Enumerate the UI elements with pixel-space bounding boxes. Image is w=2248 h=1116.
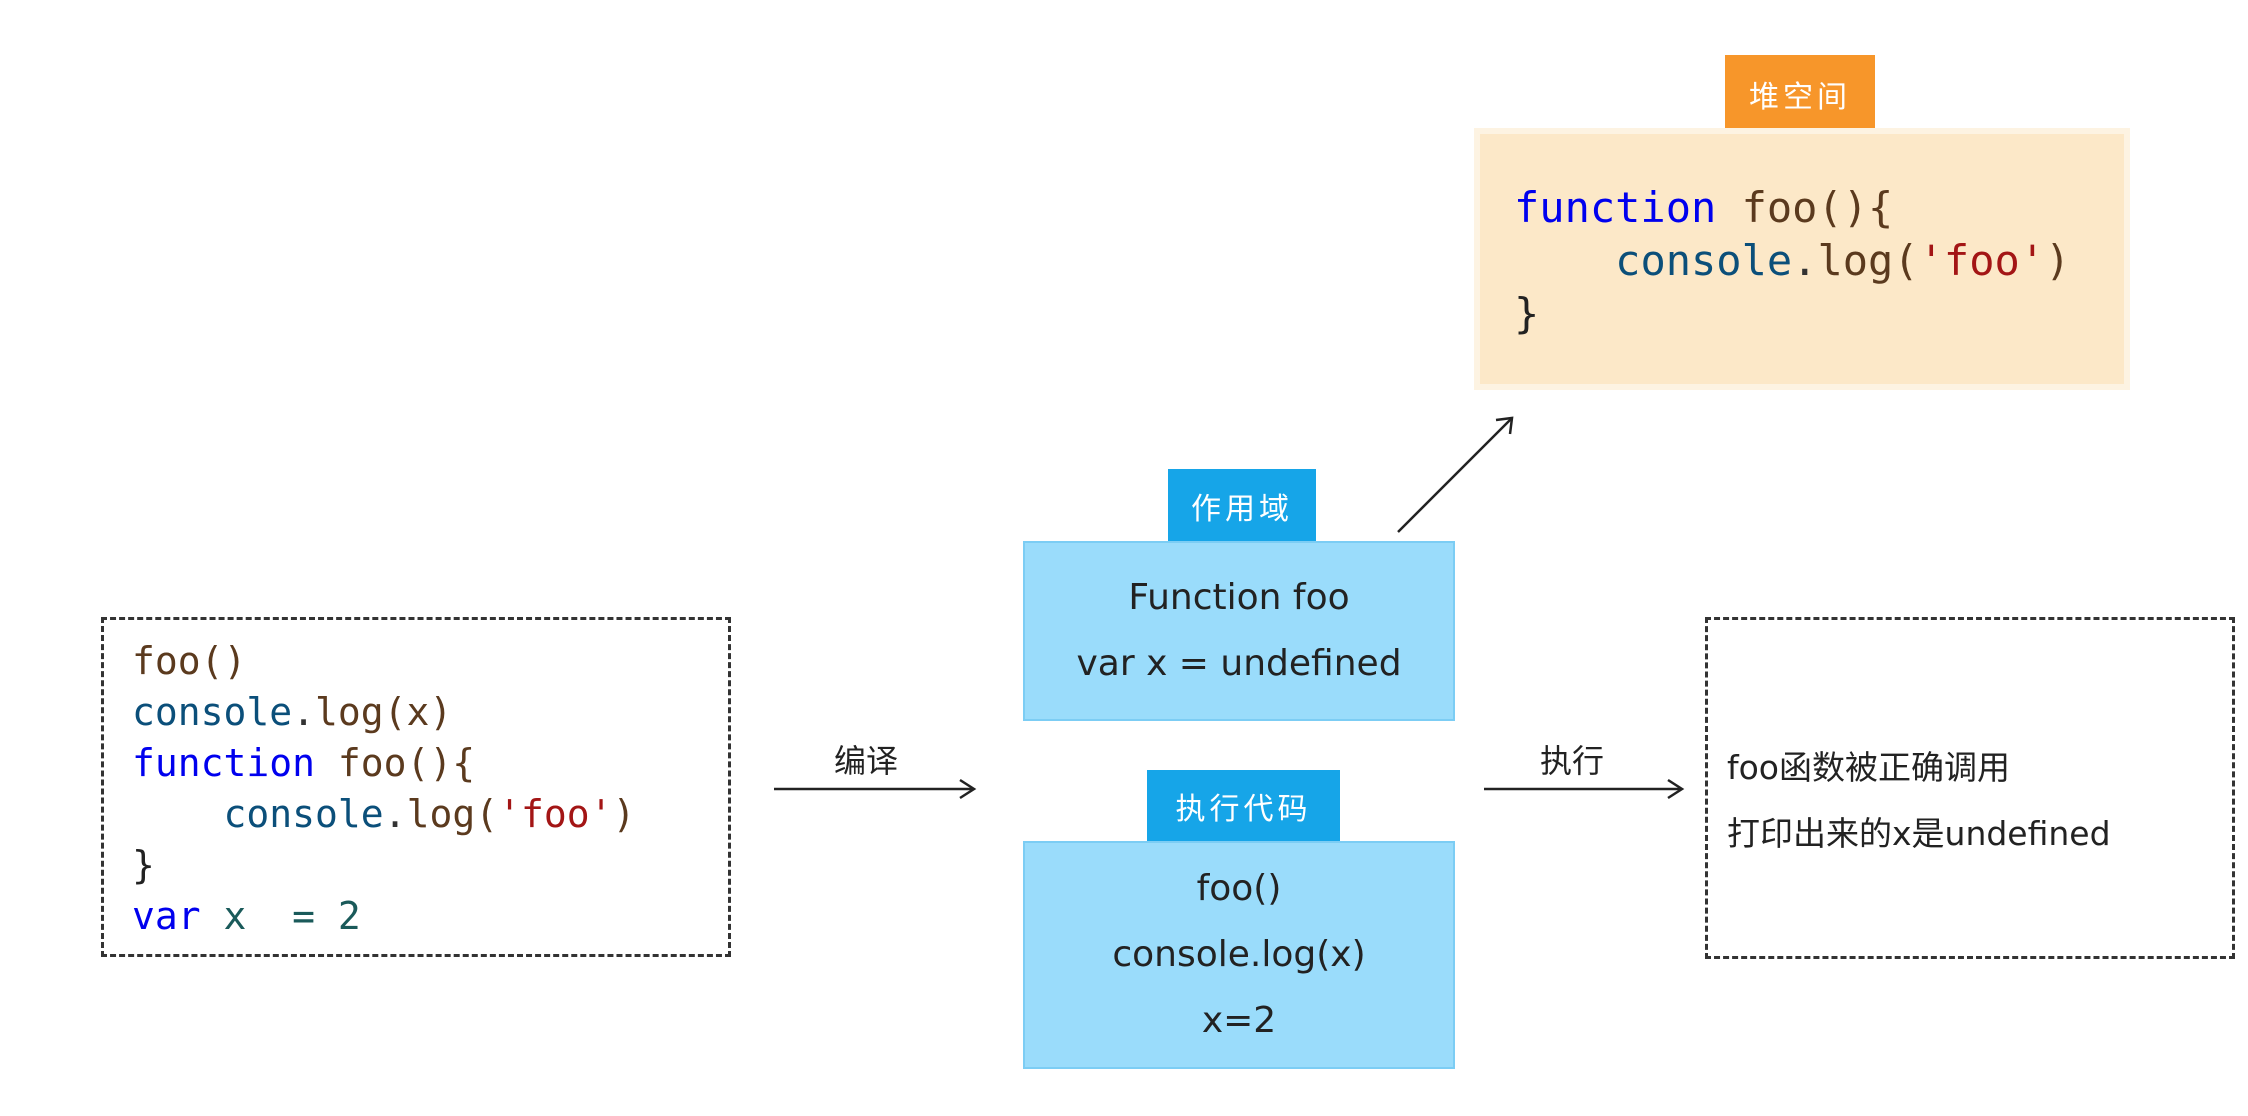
code-token: console <box>132 690 293 734</box>
code-token: function <box>132 741 316 785</box>
code-line: function foo(){ <box>1514 181 2070 234</box>
code-line: function foo(){ <box>132 738 635 789</box>
code-token <box>132 792 224 836</box>
source-code: foo()console.log(x)function foo(){ conso… <box>132 636 635 942</box>
code-token: 2 <box>337 894 361 938</box>
code-token: log( <box>1817 236 1919 285</box>
heap-tab: 堆空间 <box>1725 55 1875 133</box>
code-line: foo() <box>132 636 635 687</box>
scope-line: var x = undefined <box>1076 643 1402 684</box>
code-line: console.log('foo') <box>132 789 636 840</box>
code-token: var <box>132 894 201 938</box>
scope-line: Function foo <box>1128 577 1350 618</box>
heap-panel <box>1474 128 2130 390</box>
code-line: var x = 2 <box>132 891 635 942</box>
code-token: . <box>1792 236 1818 285</box>
code-token <box>315 741 338 785</box>
code-token: } <box>132 843 155 887</box>
code-token: 'foo' <box>1918 236 2046 285</box>
code-token: . <box>383 792 407 836</box>
code-token: foo(){ <box>337 741 476 785</box>
code-token: 'foo' <box>498 792 613 836</box>
exec-code-line: console.log(x) <box>1112 934 1366 975</box>
code-line: } <box>132 840 635 891</box>
code-token: function <box>1514 183 1717 232</box>
exec-code-panel: foo() console.log(x) x=2 <box>1023 841 1455 1069</box>
code-token: log( <box>406 792 499 836</box>
source-code-box <box>101 617 731 957</box>
result-box <box>1705 617 2235 959</box>
scope-tab: 作用域 <box>1168 469 1316 543</box>
heap-code: function foo(){ console.log('foo')} <box>1514 181 2070 340</box>
code-token: foo(){ <box>1741 183 1894 232</box>
result-text: foo函数被正确调用 打印出来的x是undefined <box>1727 735 2111 867</box>
compile-label: 编译 <box>834 742 899 780</box>
exec-code-line: x=2 <box>1201 1000 1277 1041</box>
scope-panel: Function foo var x = undefined <box>1023 541 1455 721</box>
execute-arrow <box>1484 778 1685 800</box>
compile-arrow <box>774 778 977 800</box>
code-token: log(x) <box>315 690 453 734</box>
code-line: console.log(x) <box>132 687 635 738</box>
code-token <box>1514 236 1615 285</box>
exec-code-line: foo() <box>1196 868 1282 909</box>
code-token: foo() <box>132 639 247 683</box>
code-token: console <box>1615 236 1793 285</box>
code-token: } <box>1514 289 1540 338</box>
code-token: ) <box>2045 236 2071 285</box>
code-token <box>1716 183 1741 232</box>
code-token: x = <box>200 894 338 938</box>
code-token: ) <box>612 792 636 836</box>
result-line: 打印出来的x是undefined <box>1727 814 2111 853</box>
code-line: console.log('foo') <box>1514 234 2070 287</box>
code-line: } <box>1514 287 2070 340</box>
result-line: foo函数被正确调用 <box>1727 748 2010 787</box>
code-token: console <box>223 792 384 836</box>
code-token: . <box>292 690 316 734</box>
execute-label: 执行 <box>1540 742 1605 780</box>
heap-arrow <box>1397 416 1514 533</box>
exec-code-tab: 执行代码 <box>1147 770 1340 842</box>
